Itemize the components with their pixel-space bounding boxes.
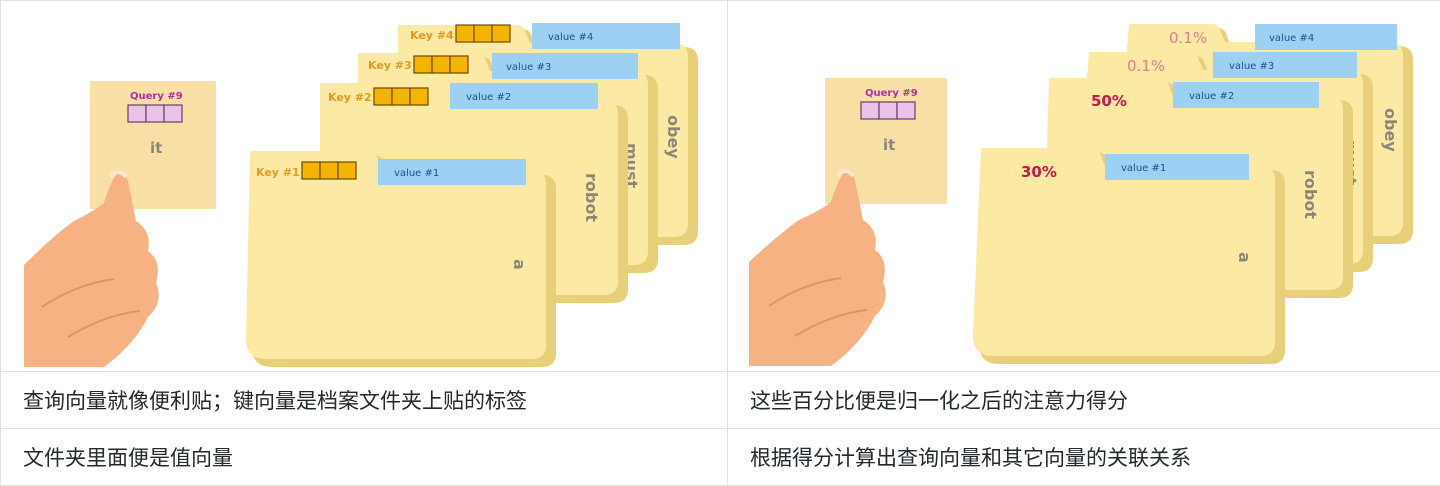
word-label-1: a — [510, 259, 529, 270]
query-slots — [860, 101, 916, 120]
folder-1: value #1 Key #1 a — [246, 151, 556, 367]
caption-row-2: 文件夹里面便是值向量 根据得分计算出查询向量和其它向量的关联关系 — [0, 428, 1440, 486]
query-label: Query #9 — [865, 88, 918, 99]
value-tab-1 — [1105, 154, 1249, 180]
score-label-4: 0.1% — [1169, 29, 1207, 47]
hand-icon — [24, 170, 159, 367]
hand-icon — [749, 169, 886, 366]
image-cell-right: value #4 0.1% obey value #3 0.1% must — [727, 0, 1440, 372]
word-label-4: obey — [664, 115, 683, 159]
caption-2-right: 根据得分计算出查询向量和其它向量的关联关系 — [727, 428, 1440, 486]
query-word: it — [150, 139, 162, 157]
key-slots-2 — [373, 87, 429, 106]
key-label-2: Key #2 — [328, 91, 372, 104]
value-label-1: value #1 — [1121, 163, 1166, 174]
word-label-2: robot — [582, 173, 601, 222]
word-label-1: a — [1235, 252, 1254, 263]
value-tab-2 — [450, 83, 598, 109]
image-row: value #4 Key #4 obey value #3 Key #3 — [0, 0, 1440, 372]
score-label-3: 0.1% — [1127, 57, 1165, 75]
caption-2-left: 文件夹里面便是值向量 — [0, 428, 728, 486]
value-label-4: value #4 — [1269, 33, 1314, 44]
score-folder-illustration: value #4 0.1% obey value #3 0.1% must — [749, 24, 1413, 366]
key-slots-4 — [455, 24, 511, 43]
value-tab-3 — [492, 53, 638, 79]
key-label-1: Key #1 — [256, 166, 300, 179]
query-slots — [127, 104, 183, 123]
query-word: it — [883, 136, 895, 154]
value-tab-2 — [1173, 82, 1319, 108]
value-label-1: value #1 — [394, 168, 439, 179]
value-tab-4 — [1255, 24, 1397, 50]
query-label: Query #9 — [130, 91, 183, 102]
value-label-4: value #4 — [548, 32, 593, 43]
key-slots-1 — [301, 161, 357, 180]
value-tab-3 — [1213, 52, 1357, 78]
value-tab-4 — [532, 23, 680, 49]
value-label-3: value #3 — [506, 62, 551, 73]
key-slots-3 — [413, 55, 469, 74]
score-label-1: 30% — [1021, 163, 1057, 181]
key-folder-illustration: value #4 Key #4 obey value #3 Key #3 — [24, 23, 698, 367]
value-label-3: value #3 — [1229, 61, 1274, 72]
value-tab-1 — [378, 159, 526, 185]
key-label-4: Key #4 — [410, 29, 454, 42]
folder-1: value #1 30% a — [973, 148, 1285, 364]
caption-1-right: 这些百分比便是归一化之后的注意力得分 — [727, 371, 1440, 429]
key-label-3: Key #3 — [368, 59, 412, 72]
word-label-2: robot — [1301, 170, 1320, 219]
value-label-2: value #2 — [466, 92, 511, 103]
caption-1-left: 查询向量就像便利贴；键向量是档案文件夹上贴的标签 — [0, 371, 728, 429]
score-label-2: 50% — [1091, 92, 1127, 110]
image-cell-left: value #4 Key #4 obey value #3 Key #3 — [0, 0, 728, 372]
caption-row-1: 查询向量就像便利贴；键向量是档案文件夹上贴的标签 这些百分比便是归一化之后的注意… — [0, 371, 1440, 429]
word-label-4: obey — [1381, 108, 1400, 152]
value-label-2: value #2 — [1189, 91, 1234, 102]
